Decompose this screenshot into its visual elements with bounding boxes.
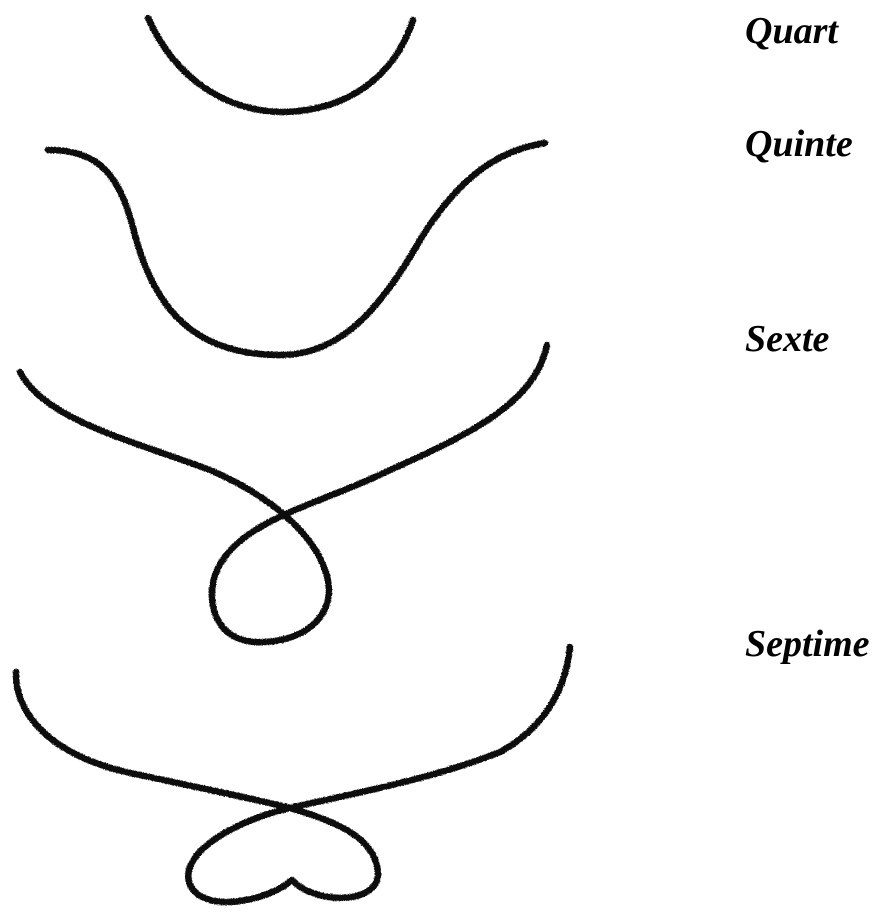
- sexte-curve: [20, 345, 547, 642]
- label-septime: Septime: [745, 625, 870, 663]
- label-quinte: Quinte: [745, 125, 853, 163]
- quart-curve: [148, 18, 413, 112]
- label-sexte: Sexte: [745, 320, 829, 358]
- quinte-curve: [48, 143, 545, 355]
- label-quart: Quart: [745, 12, 838, 50]
- septime-curve: [16, 647, 570, 902]
